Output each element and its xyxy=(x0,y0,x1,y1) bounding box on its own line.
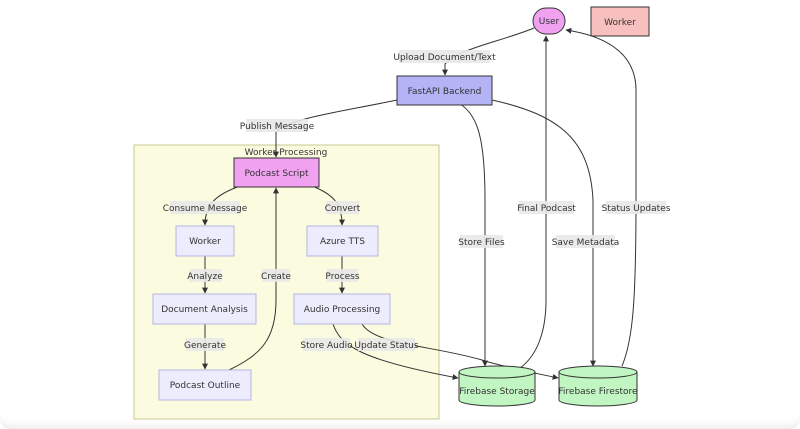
svg-text:Store Audio: Store Audio xyxy=(300,341,353,351)
edge-label-convert: Convert xyxy=(325,201,361,214)
edge-label-store-files: Store Files xyxy=(458,235,505,248)
svg-text:Save Metadata: Save Metadata xyxy=(552,238,620,248)
svg-text:Podcast Script: Podcast Script xyxy=(245,169,309,179)
svg-text:Firebase Firestore: Firebase Firestore xyxy=(558,387,638,397)
edge-label-update-status: Update Status xyxy=(354,338,419,351)
node-fastapi-backend[interactable]: FastAPI Backend xyxy=(396,75,493,106)
node-firebase-storage[interactable]: Firebase Storage xyxy=(458,365,536,407)
edge-label-upload: Upload Document/Text xyxy=(393,50,496,63)
svg-text:Azure TTS: Azure TTS xyxy=(320,237,365,247)
node-podcast-outline[interactable]: Podcast Outline xyxy=(158,369,252,401)
svg-text:Upload Document/Text: Upload Document/Text xyxy=(393,53,496,63)
edge-label-create: Create xyxy=(261,269,291,282)
edge-label-generate: Generate xyxy=(184,338,226,351)
svg-text:Document Analysis: Document Analysis xyxy=(161,305,248,315)
edge-store-files xyxy=(459,103,488,367)
svg-text:Convert: Convert xyxy=(325,204,361,214)
node-worker-legend[interactable]: Worker xyxy=(590,6,650,37)
node-azure-tts[interactable]: Azure TTS xyxy=(306,225,379,257)
svg-text:Worker: Worker xyxy=(604,18,636,28)
svg-text:Publish Message: Publish Message xyxy=(240,122,315,132)
node-audio-processing[interactable]: Audio Processing xyxy=(293,293,391,325)
svg-text:Podcast Outline: Podcast Outline xyxy=(170,381,241,391)
svg-text:Process: Process xyxy=(325,272,359,282)
node-document-analysis[interactable]: Document Analysis xyxy=(152,293,257,325)
svg-text:User: User xyxy=(539,17,560,27)
edge-label-process: Process xyxy=(325,269,360,282)
svg-text:Update Status: Update Status xyxy=(354,341,418,351)
edge-save-metadata xyxy=(491,99,596,367)
svg-text:Status Updates: Status Updates xyxy=(602,204,671,214)
svg-text:Consume Message: Consume Message xyxy=(163,204,248,214)
svg-text:Firebase Storage: Firebase Storage xyxy=(459,387,535,397)
edge-label-publish: Publish Message xyxy=(240,119,315,132)
svg-text:Worker: Worker xyxy=(189,237,221,247)
svg-text:Final Podcast: Final Podcast xyxy=(517,204,576,214)
edge-label-store-audio: Store Audio xyxy=(300,338,353,351)
edge-store-audio xyxy=(332,323,459,380)
subgraph-title: Worker Processing xyxy=(245,148,328,158)
edge-label-save-metadata: Save Metadata xyxy=(552,235,620,248)
edge-label-status-updates: Status Updates xyxy=(602,201,671,214)
node-user[interactable]: User xyxy=(532,7,566,35)
node-firebase-firestore[interactable]: Firebase Firestore xyxy=(558,365,638,407)
edge-status-updates xyxy=(565,27,637,367)
svg-text:FastAPI Backend: FastAPI Backend xyxy=(408,87,482,97)
node-podcast-script[interactable]: Podcast Script xyxy=(233,157,320,188)
svg-text:Analyze: Analyze xyxy=(187,272,223,282)
edge-create xyxy=(228,187,279,371)
edge-final-podcast xyxy=(519,35,549,369)
svg-text:Audio Processing: Audio Processing xyxy=(304,305,381,315)
edge-label-analyze: Analyze xyxy=(187,269,223,282)
svg-text:Generate: Generate xyxy=(184,341,226,351)
edge-label-consume: Consume Message xyxy=(163,201,248,214)
edge-upload xyxy=(442,27,535,76)
node-worker[interactable]: Worker xyxy=(175,225,235,257)
svg-text:Create: Create xyxy=(261,272,291,282)
edge-label-final-podcast: Final Podcast xyxy=(517,201,576,214)
svg-text:Store Files: Store Files xyxy=(458,238,505,248)
